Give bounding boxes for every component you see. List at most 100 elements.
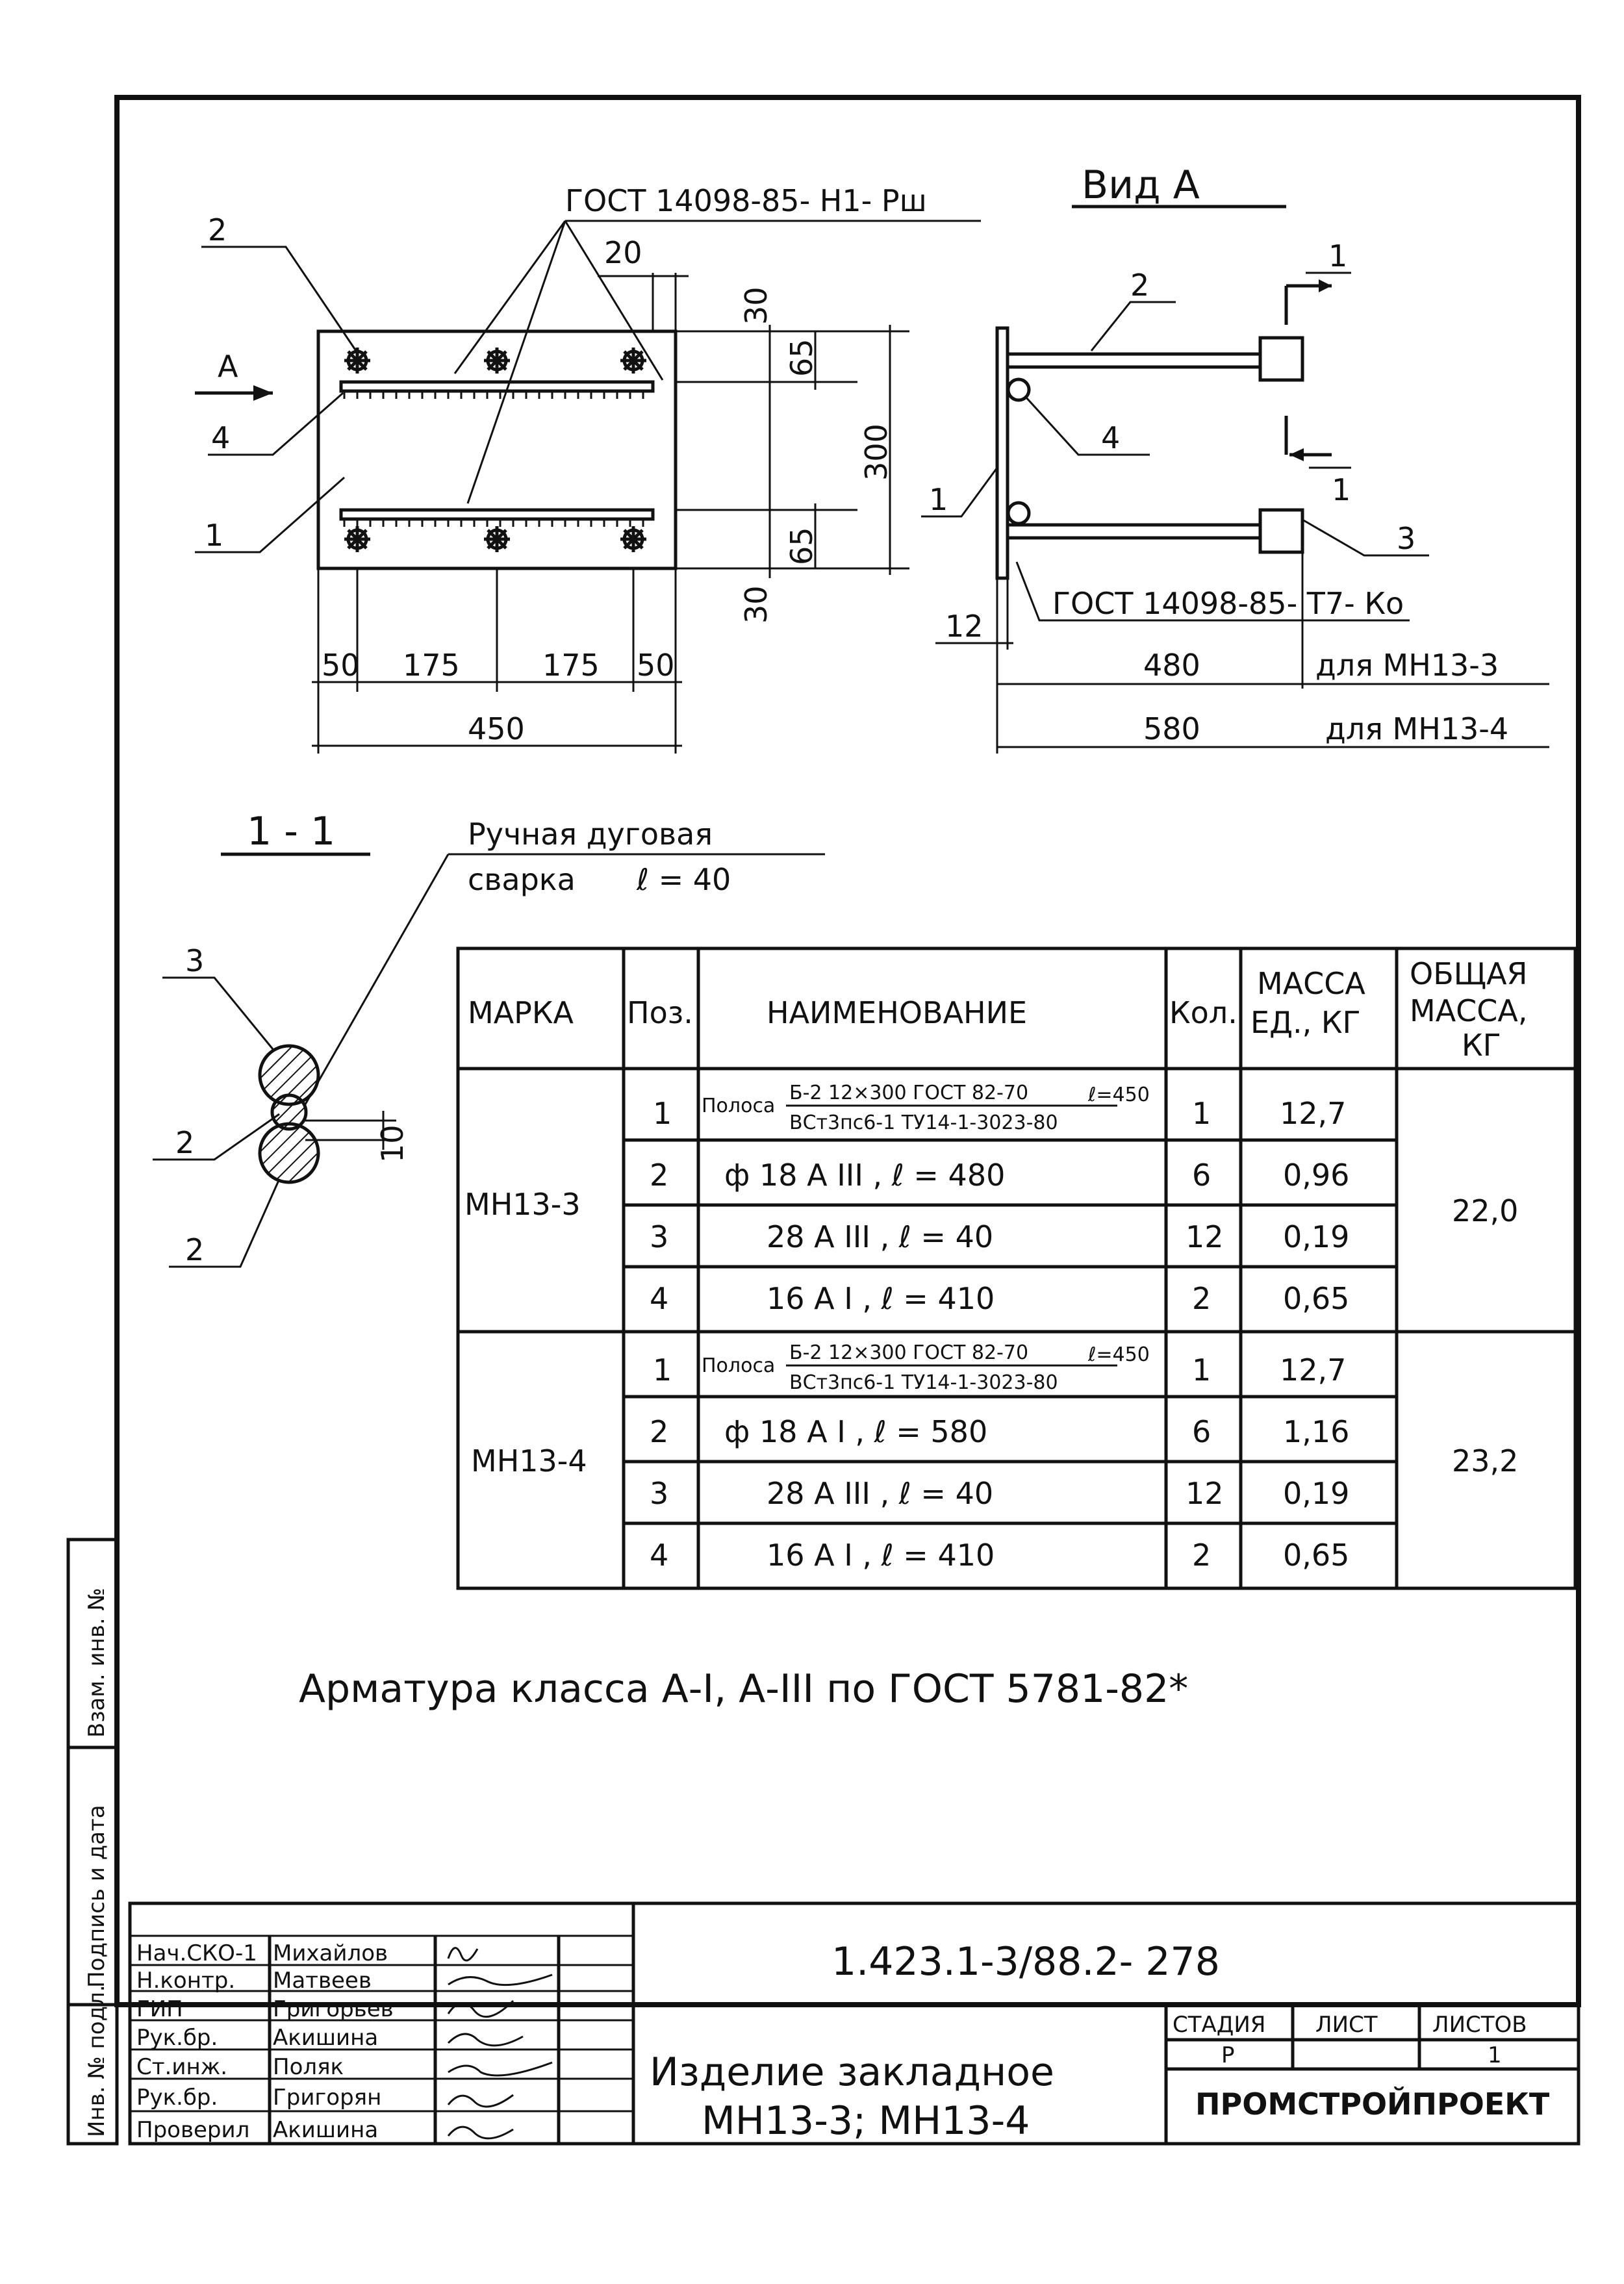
total-mn13-4: 23,2 xyxy=(1452,1443,1518,1478)
view-a-pos-4: 4 xyxy=(1101,420,1120,455)
mark-mn13-3: МН13-3 xyxy=(464,1187,581,1222)
g2-r4-pos: 4 xyxy=(650,1538,668,1573)
g2-r3-mass: 0,19 xyxy=(1283,1476,1349,1511)
staff-1-name: Матвеев xyxy=(273,1968,372,1994)
g2-r3-qty: 12 xyxy=(1186,1476,1224,1511)
view-a-plate xyxy=(995,326,1009,580)
g1-r4-qty: 2 xyxy=(1192,1281,1211,1316)
hdr-pos: Поз. xyxy=(627,995,693,1030)
dim-480: 480 xyxy=(1143,648,1200,683)
g1-r2-name: ф 18 А III , ℓ = 480 xyxy=(724,1158,1005,1193)
side-inv-repl: Взам. инв. № xyxy=(84,1588,110,1738)
dim-50-right: 50 xyxy=(637,648,675,683)
g1-r2-pos: 2 xyxy=(650,1158,668,1193)
dim-580: 580 xyxy=(1143,711,1200,746)
for-mn13-3: для МН13-3 xyxy=(1315,648,1499,683)
staff-4-name: Поляк xyxy=(273,2054,344,2080)
g1-r1-den: ВСт3пс6-1 ТУ14-1-3023-80 xyxy=(789,1111,1058,1134)
staff-0-role: Нач.СКО-1 xyxy=(136,1940,257,1966)
section-pos-3: 3 xyxy=(185,943,204,978)
hdr-mark: МАРКА xyxy=(468,995,574,1030)
bar-section-2b xyxy=(258,1122,320,1184)
signatures xyxy=(447,1947,553,2140)
total-mn13-3: 22,0 xyxy=(1452,1193,1518,1228)
sheets-label: ЛИСТОВ xyxy=(1432,2012,1527,2038)
staff-3-name: Акишина xyxy=(273,2025,378,2051)
g1-r4-mass: 0,65 xyxy=(1283,1281,1349,1316)
weld-line-1: Ручная дуговая xyxy=(468,817,713,852)
g1-r1-len: ℓ=450 xyxy=(1087,1084,1150,1106)
g1-r2-mass: 0,96 xyxy=(1283,1158,1349,1193)
sheet-label: ЛИСТ xyxy=(1315,2012,1378,2038)
hdr-total-3: КГ xyxy=(1462,1028,1501,1063)
g2-r4-name: 16 А I , ℓ = 410 xyxy=(767,1538,995,1573)
title-block: Нач.СКО-1 Михайлов Н.контр. Матвеев ГИП … xyxy=(128,1901,1580,2146)
staff-5-name: Григорян xyxy=(273,2085,381,2111)
g1-r3-pos: 3 xyxy=(650,1219,668,1254)
g2-r4-qty: 2 xyxy=(1192,1538,1211,1573)
product-line-2: МН13-3; МН13-4 xyxy=(702,2098,1030,2144)
anchor-head-top xyxy=(1258,336,1304,382)
g2-r1-prefix: Полоса xyxy=(702,1354,775,1377)
side-sign-date: Подпись и дата xyxy=(84,1805,110,1988)
plan-pos-2: 2 xyxy=(208,212,227,247)
section-mark-top: 1 xyxy=(1328,238,1347,273)
g2-r1-den: ВСт3пс6-1 ТУ14-1-3023-80 xyxy=(789,1371,1058,1394)
dim-175-b: 175 xyxy=(542,648,600,683)
hdr-name: НАИМЕНОВАНИЕ xyxy=(767,995,1027,1030)
hdr-unit-mass-2: ЕД., КГ xyxy=(1250,1005,1361,1040)
dim-65-bottom: 65 xyxy=(784,527,819,565)
dim-30-bottom: 30 xyxy=(739,585,774,624)
product-line-1: Изделие закладное xyxy=(650,2049,1054,2095)
anchor-head-bottom xyxy=(1258,508,1304,554)
org-name: ПРОМСТРОЙПРОЕКТ xyxy=(1195,2087,1550,2122)
dim-65-top: 65 xyxy=(784,338,819,377)
g2-r1-mass: 12,7 xyxy=(1280,1352,1346,1388)
weld-line-2: сварка xyxy=(468,862,576,897)
staff-1-role: Н.контр. xyxy=(136,1968,235,1994)
view-a-pos-1: 1 xyxy=(929,482,948,517)
side-strip: Взам. инв. № Подпись и дата Инв. № подл. xyxy=(66,1538,119,2146)
plan-gost-note: ГОСТ 14098-85- Н1- Рш xyxy=(565,183,927,218)
stage-label: СТАДИЯ xyxy=(1173,2012,1265,2038)
g2-r1-num: Б-2 12×300 ГОСТ 82-70 xyxy=(789,1341,1028,1364)
section-mark-bottom: 1 xyxy=(1332,472,1351,507)
g2-r2-pos: 2 xyxy=(650,1414,668,1449)
dim-30-top: 30 xyxy=(739,286,774,325)
bar-bottom xyxy=(339,508,655,521)
weld-length: ℓ = 40 xyxy=(636,862,731,897)
sheets-value: 1 xyxy=(1488,2042,1502,2068)
view-a-title: Вид А xyxy=(1082,162,1200,208)
arrow-a-label: А xyxy=(218,349,238,384)
g1-r1-prefix: Полоса xyxy=(702,1095,775,1117)
g2-r1-len: ℓ=450 xyxy=(1087,1343,1150,1366)
hdr-total-2: МАССА, xyxy=(1410,993,1527,1028)
plan-view: А 2 4 1 ГОСТ 14098-85- Н1- Рш 20 30 65 3… xyxy=(195,183,981,754)
staff-2-role: ГИП xyxy=(136,1996,183,2022)
g2-r4-mass: 0,65 xyxy=(1283,1538,1349,1573)
section-title: 1 - 1 xyxy=(247,809,335,854)
g1-r1-num: Б-2 12×300 ГОСТ 82-70 xyxy=(789,1082,1028,1104)
spec-table: МАРКА Поз. НАИМЕНОВАНИЕ Кол. МАССА ЕД., … xyxy=(456,946,1577,1590)
reinforcement-note: Арматура класса А-I, А-III по ГОСТ 5781-… xyxy=(299,1666,1188,1712)
bar-top xyxy=(339,380,655,393)
view-a-gost-note: ГОСТ 14098-85- Т7- Ко xyxy=(1052,586,1404,621)
dim-175-a: 175 xyxy=(403,648,460,683)
plan-pos-1: 1 xyxy=(205,518,223,553)
staff-2-name: Григорьев xyxy=(273,1996,394,2022)
g1-r3-mass: 0,19 xyxy=(1283,1219,1349,1254)
dim-20: 20 xyxy=(604,235,642,270)
dim-50-left: 50 xyxy=(322,648,360,683)
g2-r1-qty: 1 xyxy=(1192,1352,1211,1388)
staff-6-role: Проверил xyxy=(136,2117,249,2143)
plan-pos-4: 4 xyxy=(211,420,230,455)
staff-3-role: Рук.бр. xyxy=(136,2025,218,2051)
staff-6-name: Акишина xyxy=(273,2117,378,2143)
hdr-total-1: ОБЩАЯ xyxy=(1410,956,1528,991)
stage-value: Р xyxy=(1221,2042,1235,2068)
doc-code: 1.423.1-3/88.2- 278 xyxy=(831,1939,1220,1985)
g2-r3-name: 28 А III , ℓ = 40 xyxy=(767,1476,993,1511)
section-pos-2a: 2 xyxy=(175,1125,194,1160)
staff-5-role: Рук.бр. xyxy=(136,2085,218,2111)
g2-r2-mass: 1,16 xyxy=(1283,1414,1349,1449)
